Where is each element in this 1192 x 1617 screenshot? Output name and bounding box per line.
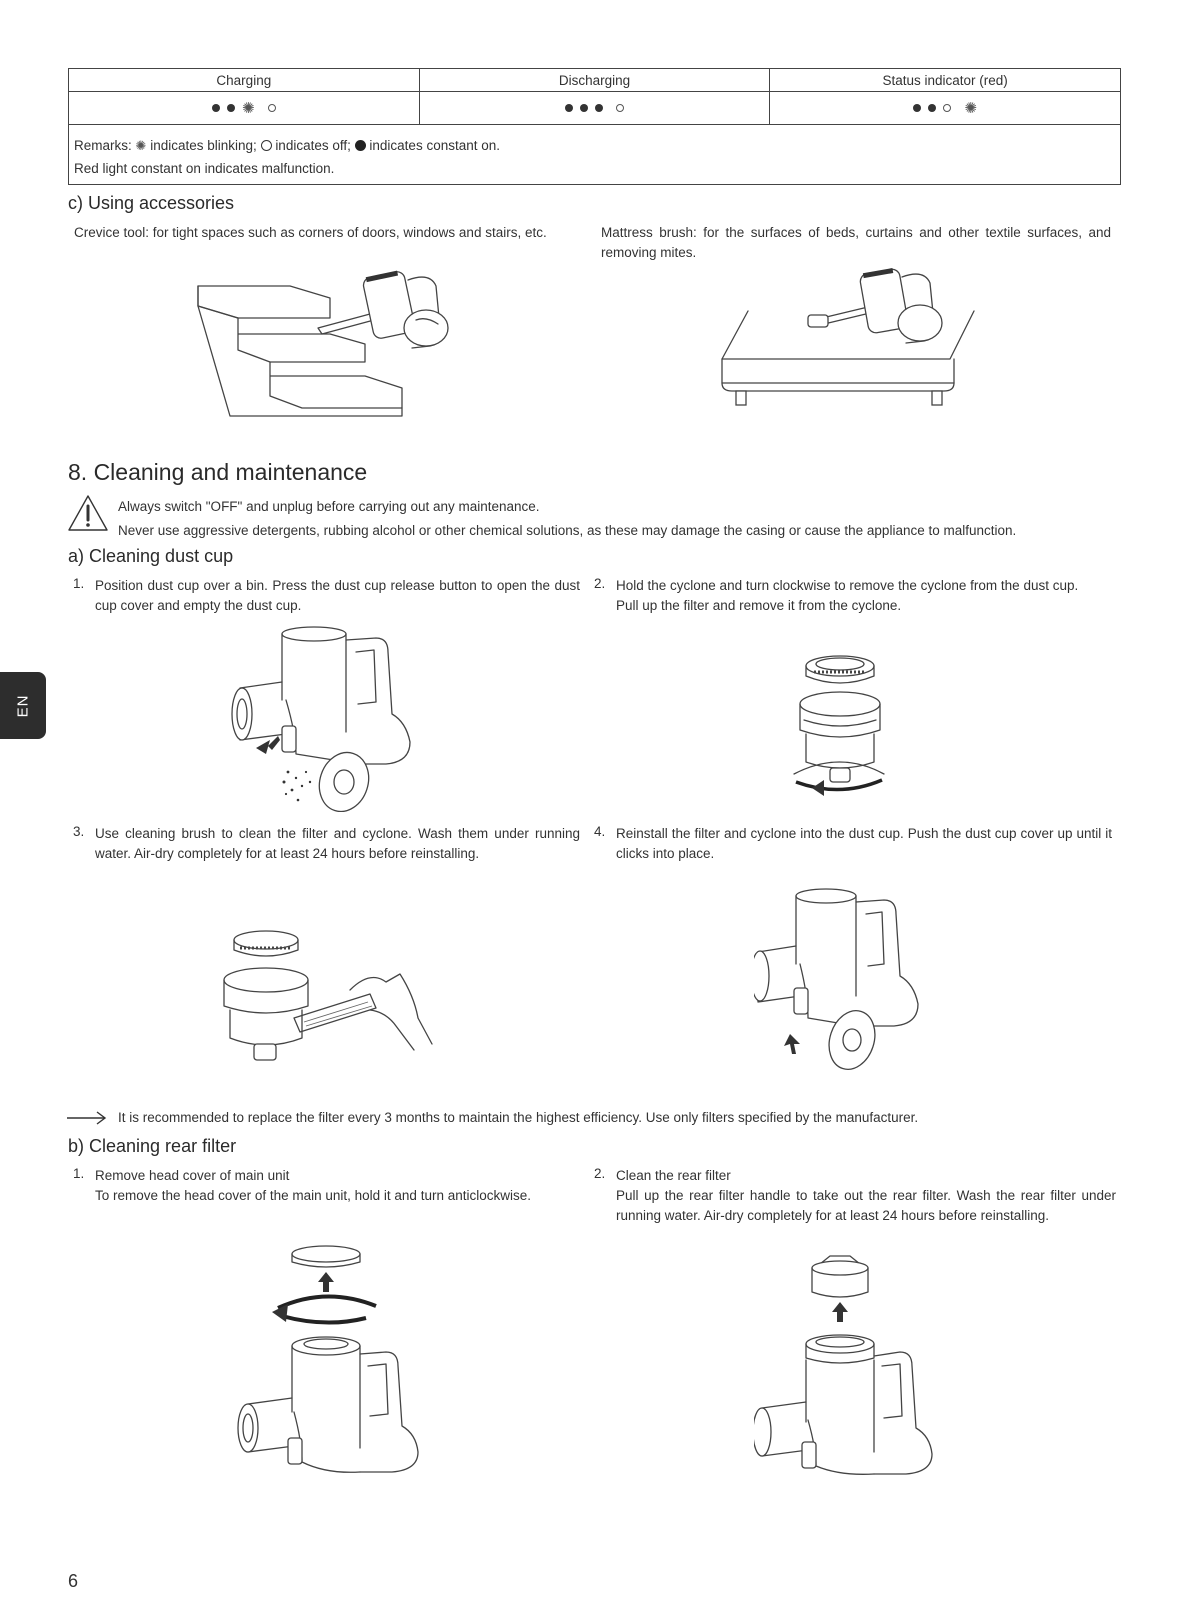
light-blinking-icon: ✺: [242, 99, 255, 117]
brush-cleaning-illustration: [223, 930, 433, 1061]
dust-cup-step-2-text: Hold the cyclone and turn clockwise to r…: [616, 576, 1116, 616]
light-on-icon: [928, 104, 937, 112]
indicator-table: Charging Discharging Status indicator (r…: [68, 68, 1121, 185]
rear-filter-step-2-title: Clean the rear filter: [616, 1168, 731, 1183]
remark-on: indicates constant on.: [369, 138, 500, 153]
step-number: 1.: [73, 1166, 85, 1181]
light-on-icon: [212, 104, 221, 112]
light-on-icon: [913, 104, 922, 112]
off-icon: [260, 140, 272, 151]
rear-filter-step-2-body: Pull up the rear filter handle to take o…: [616, 1188, 1116, 1223]
remarks-label: Remarks:: [74, 138, 132, 153]
discharging-indicator-lights: [418, 91, 771, 125]
remarks-cell: Remarks: ✺ indicates blinking; indicates…: [68, 124, 1121, 185]
charging-indicator-lights: ✺: [68, 91, 420, 125]
remark-off: indicates off;: [275, 138, 351, 153]
mattress-brush-text: Mattress brush: for the surfaces of beds…: [601, 225, 1111, 260]
accessories-heading: c) Using accessories: [68, 193, 235, 213]
mattress-brush-illustration: [721, 268, 975, 406]
rear-filter-step-2-text: Clean the rear filter Pull up the rear f…: [616, 1166, 1116, 1226]
step-number: 2.: [594, 576, 606, 591]
reinstall-dust-cup-illustration: [754, 888, 919, 1070]
header-discharging: Discharging: [418, 68, 771, 92]
warning-detergents: Never use aggressive detergents, rubbing…: [118, 523, 1017, 538]
step-number: 4.: [594, 824, 606, 839]
header-status-indicator: Status indicator (red): [769, 68, 1121, 92]
remove-rear-filter-illustration: [754, 1255, 933, 1475]
remove-head-cover-illustration: [237, 1245, 419, 1473]
light-on-icon: [579, 104, 588, 112]
rear-filter-step-1-body: To remove the head cover of the main uni…: [95, 1188, 531, 1203]
language-tab: EN: [0, 672, 46, 739]
warning-switch-off: Always switch "OFF" and unplug before ca…: [118, 499, 540, 514]
light-on-icon: [564, 104, 573, 112]
dust-cup-step-2-line-2: Pull up the filter and remove it from th…: [616, 598, 902, 613]
status-indicator-lights: ✺: [769, 91, 1121, 125]
language-tab-label: EN: [14, 694, 32, 717]
rear-filter-step-1-text: Remove head cover of main unit To remove…: [95, 1166, 580, 1206]
on-icon: [354, 140, 366, 151]
blinking-icon: ✺: [135, 138, 147, 153]
cleaning-maintenance-heading: 8. Cleaning and maintenance: [68, 459, 368, 485]
warning-icon: [68, 495, 108, 531]
filter-replacement-note: It is recommended to replace the filter …: [118, 1110, 919, 1125]
light-off-icon: [267, 104, 276, 112]
step-number: 3.: [73, 824, 85, 839]
empty-dust-cup-illustration: [231, 626, 411, 812]
remark-blinking: indicates blinking;: [150, 138, 257, 153]
remark-malfunction: Red light constant on indicates malfunct…: [74, 161, 335, 176]
light-on-icon: [227, 104, 236, 112]
light-on-icon: [594, 104, 603, 112]
crevice-tool-illustration: [197, 270, 449, 417]
crevice-tool-text: Crevice tool: for tight spaces such as c…: [74, 225, 547, 240]
note-arrow-icon: [67, 1111, 107, 1125]
page-number: 6: [68, 1571, 79, 1591]
dust-cup-step-2-line-1: Hold the cyclone and turn clockwise to r…: [616, 578, 1079, 593]
dust-cup-step-1-text: Position dust cup over a bin. Press the …: [95, 578, 580, 613]
step-number: 1.: [73, 576, 85, 591]
header-charging: Charging: [68, 68, 420, 92]
dust-cup-step-3-text: Use cleaning brush to clean the filter a…: [95, 826, 580, 861]
light-off-icon: [615, 104, 624, 112]
light-blinking-icon: ✺: [964, 99, 977, 117]
rear-filter-step-1-title: Remove head cover of main unit: [95, 1168, 290, 1183]
cyclone-removal-illustration: [793, 655, 885, 796]
cleaning-dust-cup-heading: a) Cleaning dust cup: [68, 546, 234, 566]
light-off-icon: [943, 104, 952, 112]
dust-cup-step-4-text: Reinstall the filter and cyclone into th…: [616, 826, 1112, 861]
cleaning-rear-filter-heading: b) Cleaning rear filter: [68, 1136, 237, 1156]
step-number: 2.: [594, 1166, 606, 1181]
